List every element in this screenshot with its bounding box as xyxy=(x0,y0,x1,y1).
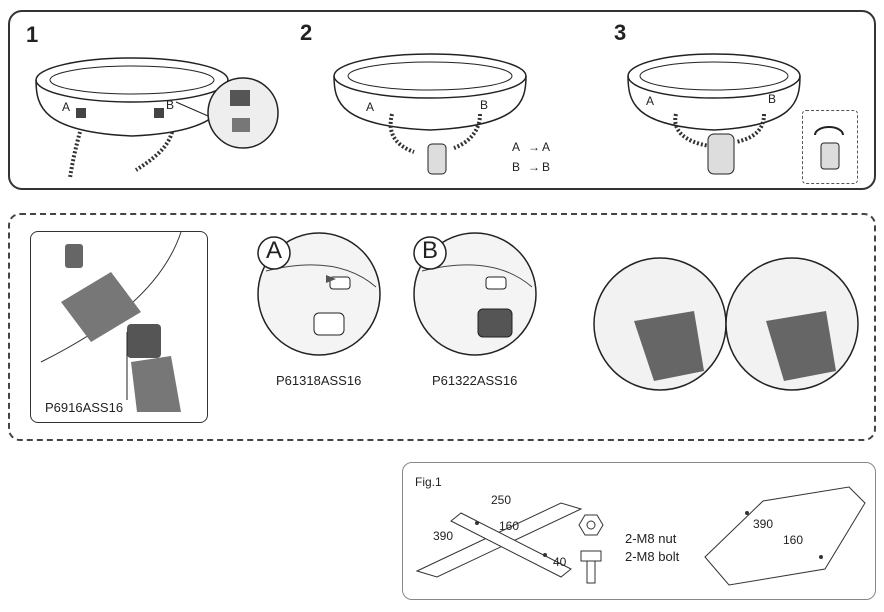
plunger-valve-detail-illustrations xyxy=(593,257,859,391)
step-1-number: 1 xyxy=(26,22,39,47)
valve-a-letter: A xyxy=(266,237,283,264)
step1-pool-illustration xyxy=(35,57,229,179)
dim-390b-label: 390 xyxy=(753,517,774,531)
step-3-number: 3 xyxy=(614,20,627,45)
figure-title: Fig.1 xyxy=(415,475,442,489)
step3-b-marker: B xyxy=(768,92,777,106)
valve-b-letter: B xyxy=(422,237,439,264)
dim-390-label: 390 xyxy=(433,529,454,543)
step2-b-marker: B xyxy=(480,98,489,112)
step2-a-marker: A xyxy=(366,100,375,114)
valve-a-part-number: P61318ASS16 xyxy=(276,373,362,388)
assembled-base-illustration xyxy=(704,486,866,586)
valve-a-letter-circle xyxy=(257,236,291,270)
dim-40-label: 40 xyxy=(553,555,567,569)
dim-160-label: 160 xyxy=(499,519,520,533)
step2-pool-illustration xyxy=(333,53,527,175)
hose-connector-illustration xyxy=(40,231,182,412)
valve-b-part-number: P61322ASS16 xyxy=(432,373,518,388)
valve-b-illustration xyxy=(413,232,537,356)
step3-a-marker: A xyxy=(646,94,655,108)
parts-panel: P6916ASS16 A P61318ASS16 B P61322ASS16 xyxy=(8,213,876,441)
nut-and-bolt-icons xyxy=(578,514,604,584)
valve-a-illustration xyxy=(257,232,381,356)
cross-base-illustration xyxy=(415,502,583,578)
step1-b-marker: B xyxy=(166,98,175,112)
rotate-arrow-icon xyxy=(814,126,844,170)
dim-250-label: 250 xyxy=(491,493,512,507)
step1-a-marker: A xyxy=(62,100,71,114)
step1-detail-circle xyxy=(175,77,279,149)
valve-b-letter-circle xyxy=(413,236,447,270)
bolt-label: 2-M8 bolt xyxy=(625,549,680,564)
step-2-number: 2 xyxy=(300,20,313,45)
step3-rotate-detail xyxy=(802,110,858,184)
hose-connector-part-number: P6916ASS16 xyxy=(45,400,124,415)
hose-connector-box: P6916ASS16 xyxy=(30,231,208,423)
setup-steps-panel: 1 2 3 A B A B A → A B → B xyxy=(8,10,876,190)
step3-pool-illustration xyxy=(627,53,801,175)
dim-160b-label: 160 xyxy=(783,533,804,547)
figure-1-panel: Fig.1 250 160 390 40 2-M8 nut 2-M8 bolt … xyxy=(402,462,876,600)
nut-label: 2-M8 nut xyxy=(625,531,677,546)
